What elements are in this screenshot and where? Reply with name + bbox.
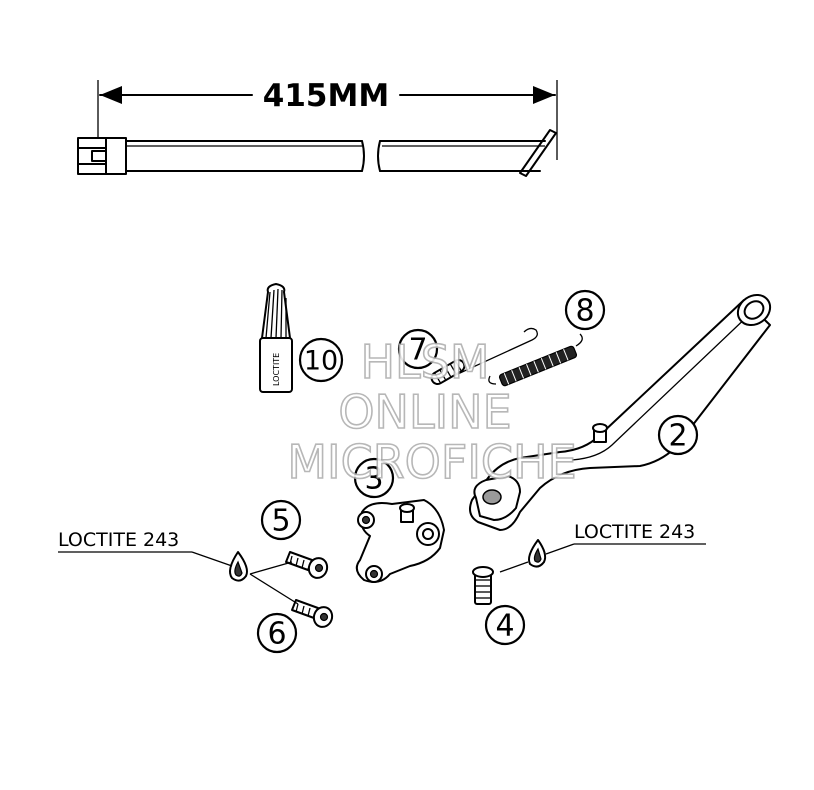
- watermark: HLSM ONLINE MICROFICHE: [287, 334, 578, 490]
- rod: [77, 129, 557, 177]
- loctite-label-left: LOCTITE 243: [58, 529, 179, 551]
- pivot-bolt: [472, 566, 494, 605]
- spring-7: [430, 327, 538, 385]
- svg-text:3: 3: [364, 462, 383, 497]
- screw-5: [285, 551, 329, 579]
- watermark-line-3: MICROFICHE: [287, 435, 576, 489]
- arrow-right-icon: [533, 86, 555, 104]
- svg-text:7: 7: [408, 333, 427, 368]
- callout-4: 4: [484, 604, 526, 646]
- tube-label: LOCTITE: [272, 353, 281, 386]
- callout-8: 8: [564, 289, 606, 331]
- callout-7: 7: [397, 328, 439, 370]
- svg-text:10: 10: [304, 346, 338, 377]
- watermark-line-2: ONLINE: [338, 385, 511, 439]
- svg-text:5: 5: [271, 504, 290, 539]
- loctite-drop-left-icon: [229, 551, 248, 582]
- watermark-line-1: HLSM: [360, 335, 489, 389]
- screw-6: [291, 599, 334, 628]
- side-stand: [469, 293, 772, 531]
- callout-6: 6: [256, 612, 298, 654]
- spring-8: [488, 333, 583, 387]
- callout-2: 2: [657, 414, 699, 456]
- svg-text:6: 6: [267, 617, 286, 652]
- rod-length-dimension: 415MM: [97, 78, 558, 160]
- svg-text:4: 4: [495, 609, 514, 644]
- svg-text:2: 2: [668, 419, 687, 454]
- callout-10: 10: [298, 337, 344, 383]
- loctite-drop-right-icon: [528, 539, 547, 568]
- stand-bracket: [355, 499, 445, 583]
- arrow-left-icon: [100, 86, 122, 104]
- loctite-label-right: LOCTITE 243: [574, 521, 695, 543]
- loctite-tube-icon: LOCTITE: [259, 283, 293, 393]
- callout-3: 3: [353, 457, 395, 499]
- dimension-label: 415MM: [263, 78, 389, 114]
- svg-text:8: 8: [575, 294, 594, 329]
- callout-5: 5: [260, 499, 302, 541]
